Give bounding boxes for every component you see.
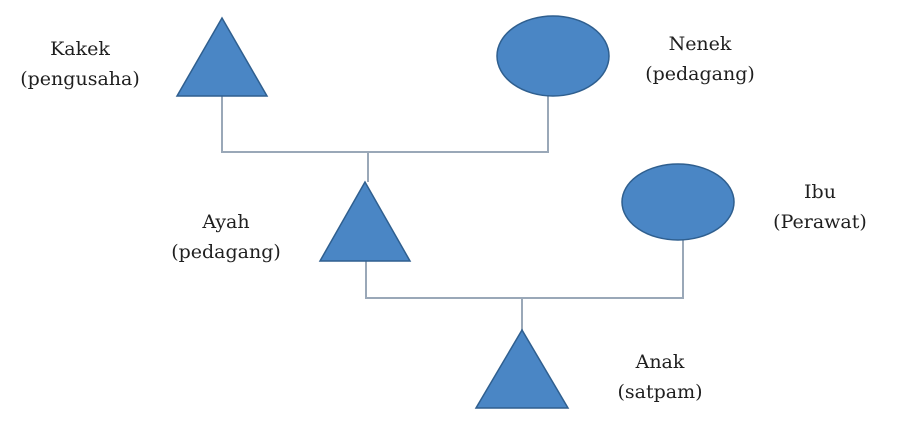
member-nenek: Nenek (pedagang) [496, 15, 755, 97]
member-ayah: Ayah (pedagang) [171, 180, 412, 263]
anak-male-triangle-symbol [474, 328, 570, 409]
nenek-name: Nenek [669, 33, 732, 55]
kakek-male-triangle-symbol [175, 16, 269, 97]
anak-name: Anak [635, 351, 685, 373]
ibu-name: Ibu [804, 181, 836, 203]
member-anak: Anak (satpam) [474, 328, 703, 409]
ayah-name: Ayah [201, 211, 249, 233]
member-kakek: Kakek (pengusaha) [20, 16, 269, 97]
anak-role: (satpam) [617, 381, 702, 403]
member-ibu: Ibu (Perawat) [621, 163, 867, 241]
kakek-name: Kakek [50, 38, 110, 60]
grandparents-marriage-line [221, 95, 549, 153]
kakek-role: (pengusaha) [20, 68, 140, 90]
nenek-female-ellipse-symbol [496, 15, 610, 97]
nenek-role: (pedagang) [645, 63, 755, 85]
ibu-role: (Perawat) [773, 211, 867, 233]
ayah-role: (pedagang) [171, 241, 281, 263]
ayah-male-triangle-symbol [318, 180, 412, 262]
parents-marriage-line [365, 238, 684, 299]
ibu-female-ellipse-symbol [621, 163, 735, 241]
connectors [221, 95, 684, 330]
